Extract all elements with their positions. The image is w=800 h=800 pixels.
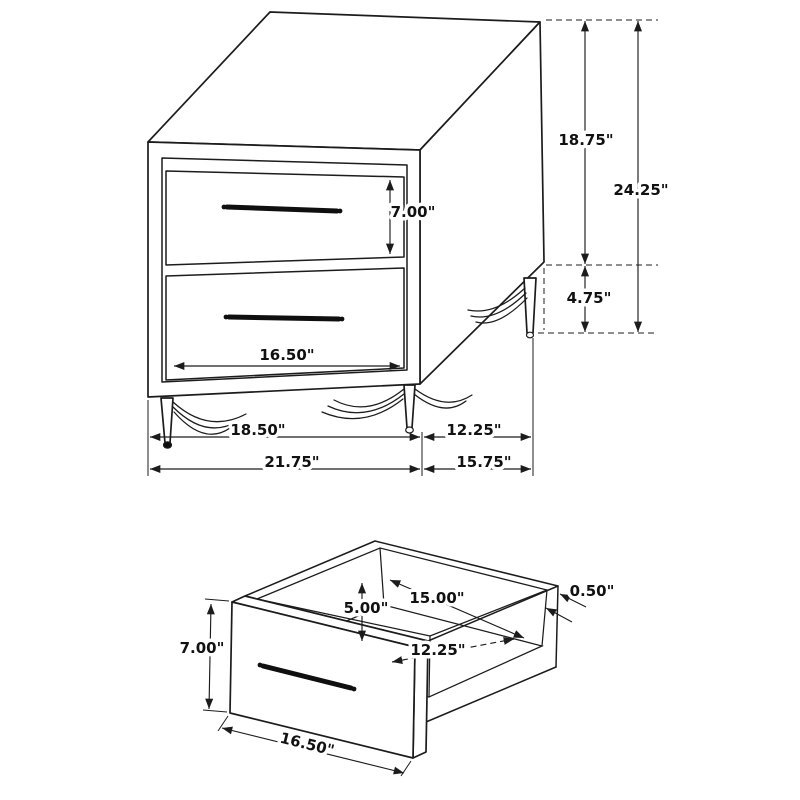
dim-front-height: 7.00" bbox=[176, 603, 228, 710]
inner-corner-br bbox=[541, 589, 548, 647]
front-height-label: 7.00" bbox=[180, 639, 225, 657]
inner-depth-label: 12.25" bbox=[410, 641, 465, 659]
dim-side-leg-span: 12.25" bbox=[424, 418, 531, 443]
front-left-leg bbox=[160, 397, 247, 449]
back-right-leg bbox=[467, 277, 537, 339]
dim-inner-depth: 12.25" bbox=[391, 636, 515, 665]
ext-width-right bbox=[400, 760, 412, 777]
dim-upper-case-height: 18.75" bbox=[555, 21, 617, 264]
nightstand-body bbox=[147, 11, 545, 398]
overall-height-label: 24.25" bbox=[613, 181, 668, 199]
dim-panel-thickness: 0.50" bbox=[545, 579, 618, 623]
front-leg-span-label: 18.50" bbox=[230, 421, 285, 439]
nightstand-dimensions: 7.00" 16.50" 18.75" 24.25" 4.75" 18.50" bbox=[147, 19, 672, 476]
front-frame-inner bbox=[161, 157, 408, 383]
dim-overall-depth: 15.75" bbox=[424, 450, 531, 475]
bottom-drawer-front bbox=[165, 267, 405, 381]
ext-panel-bottom bbox=[202, 709, 228, 713]
dim-drawer-width: 16.50" bbox=[174, 343, 400, 371]
top-drawer-front bbox=[165, 170, 405, 266]
nightstand-legs bbox=[160, 277, 537, 449]
upper-case-height-label: 18.75" bbox=[558, 131, 613, 149]
ext-panel-top bbox=[204, 598, 230, 602]
drawer-face-height-label: 7.00" bbox=[391, 203, 436, 221]
inner-height-label: 5.00" bbox=[344, 599, 389, 617]
inner-width-label: 15.00" bbox=[409, 589, 464, 607]
panel-thickness-label: 0.50" bbox=[570, 582, 615, 600]
bottom-drawer-handle bbox=[223, 314, 345, 322]
dim-leg-height: 4.75" bbox=[563, 266, 615, 332]
drawer-figure: 7.00" 16.50" 5.00" 15.00" 12.25" bbox=[176, 540, 618, 777]
inner-corner-bl bbox=[379, 547, 385, 606]
dim-inner-height: 5.00" bbox=[340, 583, 392, 641]
dim-drawer-face-height: 7.00" bbox=[385, 180, 439, 254]
side-leg-span-label: 12.25" bbox=[446, 421, 501, 439]
top-drawer-handle bbox=[221, 204, 343, 214]
dim-overall-height: 24.25" bbox=[610, 21, 672, 332]
wall-back-edge bbox=[555, 585, 559, 668]
overall-width-label: 21.75" bbox=[264, 453, 319, 471]
front-right-leg bbox=[321, 384, 473, 434]
front-frame bbox=[147, 141, 421, 398]
drawer-handle bbox=[257, 662, 357, 692]
nightstand-figure: 7.00" 16.50" 18.75" 24.25" 4.75" 18.50" bbox=[147, 11, 672, 476]
drawer-width-label: 16.50" bbox=[259, 346, 314, 364]
overall-depth-label: 15.75" bbox=[456, 453, 511, 471]
dim-inner-width: 15.00" bbox=[389, 579, 525, 639]
dim-overall-width: 21.75" bbox=[150, 450, 420, 475]
wall-bottom-edge bbox=[425, 666, 557, 723]
leg-height-label: 4.75" bbox=[567, 289, 612, 307]
ext-width-left bbox=[217, 715, 229, 732]
dim-front-leg-span: 18.50" bbox=[150, 418, 420, 443]
drawer-box bbox=[229, 540, 559, 759]
